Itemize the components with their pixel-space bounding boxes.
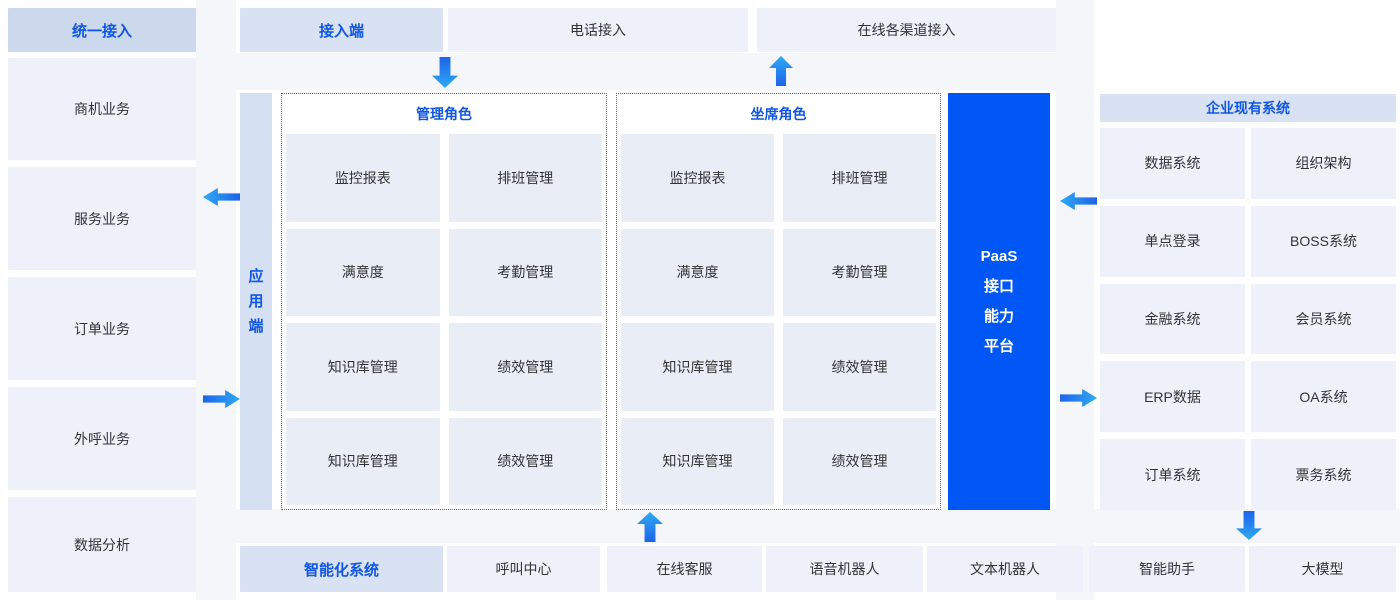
enterprise-systems-header: 企业现有系统 (1100, 94, 1396, 122)
role-cell: 绩效管理 (448, 417, 602, 505)
enterprise-cell-oa-system: OA系统 (1251, 361, 1396, 433)
role-cell: 知识库管理 (286, 417, 440, 505)
application-side-label: 应用端 (248, 268, 264, 335)
paas-platform: PaaS 接口 能力 平台 (948, 93, 1050, 510)
role-cell: 知识库管理 (286, 323, 440, 411)
left-item-service: 服务业务 (8, 167, 196, 270)
role-cell: 满意度 (286, 228, 440, 316)
role-cell: 满意度 (621, 228, 774, 316)
role-group-agent: 坐席角色 监控报表 排班管理 满意度 考勤管理 知识库管理 绩效管理 知识库管理… (616, 93, 941, 510)
bottom-item-online-service: 在线客服 (607, 546, 762, 592)
enterprise-cell-boss-system: BOSS系统 (1251, 205, 1396, 277)
role-cell: 绩效管理 (783, 323, 936, 411)
role-group-manager: 管理角色 监控报表 排班管理 满意度 考勤管理 知识库管理 绩效管理 知识库管理… (281, 93, 607, 510)
role-group-agent-title: 坐席角色 (750, 106, 807, 122)
background-band (196, 0, 236, 600)
enterprise-cell-sso: 单点登录 (1100, 205, 1245, 277)
role-cell: 绩效管理 (783, 417, 936, 505)
background-band (236, 53, 1094, 90)
paas-line: 能力 (983, 307, 1014, 325)
enterprise-cell-erp-data: ERP数据 (1100, 361, 1245, 433)
paas-line: 平台 (983, 337, 1014, 355)
role-cell: 知识库管理 (621, 323, 774, 411)
enterprise-cell-finance-system: 金融系统 (1100, 283, 1245, 355)
top-item-online-channel-access: 在线各渠道接入 (757, 8, 1056, 52)
role-cell: 监控报表 (621, 134, 774, 222)
role-cell: 考勤管理 (783, 228, 936, 316)
enterprise-cell-order-system: 订单系统 (1100, 439, 1245, 510)
enterprise-cell-member-system: 会员系统 (1251, 283, 1396, 355)
role-group-agent-grid: 监控报表 排班管理 满意度 考勤管理 知识库管理 绩效管理 知识库管理 绩效管理 (617, 134, 940, 509)
background-band (236, 509, 1400, 543)
bottom-item-call-center: 呼叫中心 (447, 546, 600, 592)
application-side-strip: 应用端 (240, 93, 272, 510)
role-group-manager-title: 管理角色 (416, 106, 472, 122)
role-cell: 绩效管理 (448, 323, 602, 411)
unified-access-header: 统一接入 (8, 8, 196, 52)
role-cell: 考勤管理 (448, 228, 602, 316)
paas-line: 接口 (983, 277, 1014, 295)
enterprise-cell-org-structure: 组织架构 (1251, 128, 1396, 199)
role-cell: 排班管理 (783, 134, 936, 222)
role-group-manager-grid: 监控报表 排班管理 满意度 考勤管理 知识库管理 绩效管理 知识库管理 绩效管理 (282, 134, 606, 509)
left-item-business-opportunity: 商机业务 (8, 58, 196, 160)
access-side-header: 接入端 (240, 8, 443, 52)
paas-line: PaaS (980, 247, 1018, 265)
enterprise-cell-data-system: 数据系统 (1100, 128, 1245, 199)
bottom-item-smart-assistant: 智能助手 (1089, 546, 1245, 592)
left-item-outbound: 外呼业务 (8, 387, 196, 490)
bottom-item-large-model: 大模型 (1249, 546, 1396, 592)
background-band (1056, 0, 1094, 600)
left-item-order: 订单业务 (8, 277, 196, 380)
bottom-item-text-bot: 文本机器人 (927, 546, 1083, 592)
bottom-item-voice-bot: 语音机器人 (766, 546, 923, 592)
enterprise-systems-grid: 数据系统 组织架构 单点登录 BOSS系统 金融系统 会员系统 ERP数据 OA… (1100, 128, 1396, 510)
left-item-data-analysis: 数据分析 (8, 497, 196, 592)
role-cell: 知识库管理 (621, 417, 774, 505)
intelligent-systems-header: 智能化系统 (240, 546, 443, 592)
enterprise-cell-ticket-system: 票务系统 (1251, 439, 1396, 510)
top-item-phone-access: 电话接入 (448, 8, 748, 52)
role-cell: 排班管理 (448, 134, 602, 222)
role-cell: 监控报表 (286, 134, 440, 222)
